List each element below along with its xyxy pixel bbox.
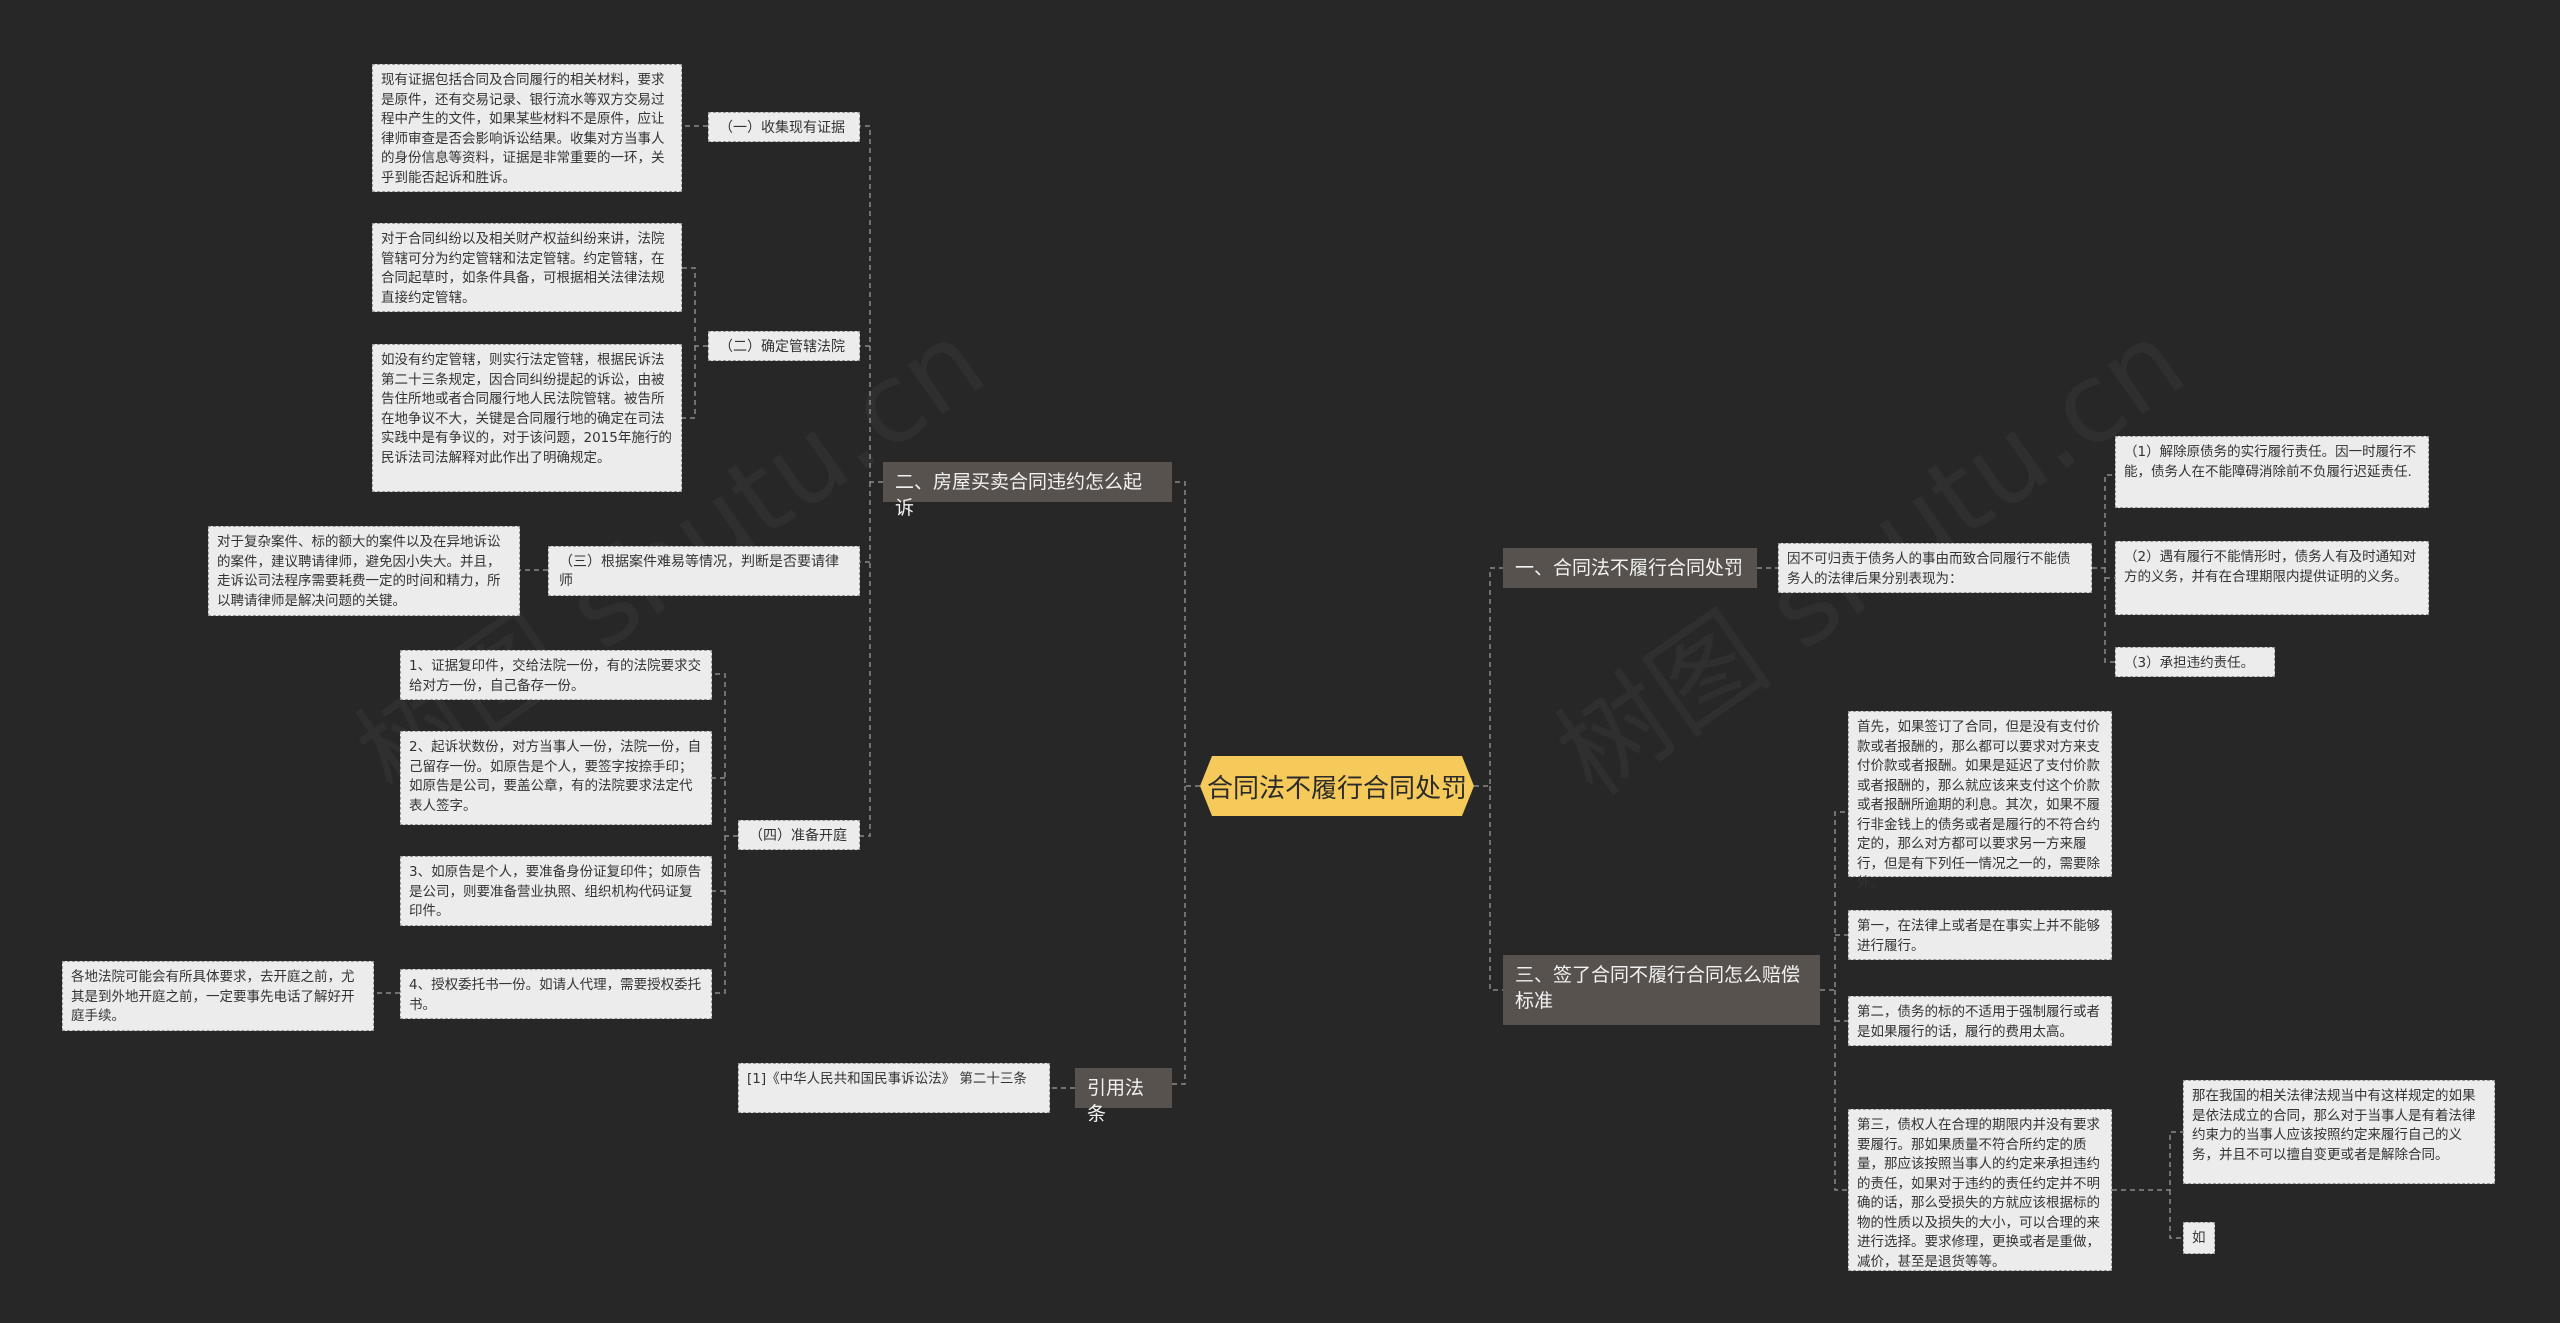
link-s2-spine <box>682 267 708 347</box>
leaf-court-requirements-note: 各地法院可能会有所具体要求，去开庭之前，尤其是到外地开庭之前，一定要事先电话了解… <box>62 961 374 1031</box>
link-b2-s4 <box>860 482 871 837</box>
link-b3-spine <box>1820 811 1848 991</box>
leaf-impossibility-consequences: 因不可归责于债务人的事由而致合同履行不能债务人的法律后果分别表现为： <box>1778 543 2092 593</box>
link-b3-t4 <box>1834 990 1848 1191</box>
link-s4-t4 <box>712 836 726 994</box>
subtopic-court-jurisdiction[interactable]: （二）确定管辖法院 <box>708 331 860 361</box>
leaf-statutory-jurisdiction: 如没有约定管辖，则实行法定管辖，根据民诉法第二十三条规定，因合同纠纷提起的诉讼，… <box>372 344 682 492</box>
leaf-exception-first: 第一，在法律上或者是在事实上并不能够进行履行。 <box>1848 910 2112 960</box>
link-b1-t3 <box>2104 568 2115 663</box>
branch-compensation-standard[interactable]: 三、签了合同不履行合同怎么赔偿标准 <box>1503 955 1820 1025</box>
leaf-release-from-performance: （1）解除原债务的实行履行责任。因一时履行不能，债务人在不能障碍消除前不负履行迟… <box>2115 436 2429 508</box>
branch-contract-nonperformance-penalty[interactable]: 一、合同法不履行合同处罚 <box>1503 548 1757 588</box>
leaf-contract-binding-force: 那在我国的相关法律法规当中有这样规定的如果是依法成立的合同，那么对于当事人是有着… <box>2183 1080 2495 1184</box>
link-t4-spine <box>2112 1131 2183 1191</box>
link-s2-t2 <box>682 346 696 419</box>
link-b2-spine <box>860 125 883 483</box>
subtopic-prepare-hearing[interactable]: （四）准备开庭 <box>738 820 860 850</box>
leaf-complaint-copies: 2、起诉状数份，对方当事人一份，法院一份，自己留存一份。如原告是个人，要签字按捺… <box>400 731 712 825</box>
leaf-notification-duty: （2）遇有履行不能情形时，债务人有及时通知对方的义务，并有在合理期限内提供证明的… <box>2115 541 2429 615</box>
subtopic-collect-evidence[interactable]: （一）收集现有证据 <box>708 112 860 142</box>
link-t4-b <box>2169 1190 2183 1239</box>
leaf-id-copies: 3、如原告是个人，要准备身份证复印件；如原告是公司，则要准备营业执照、组织机构代… <box>400 856 712 926</box>
leaf-exception-third: 第三，债权人在合理的期限内并没有要求要履行。那如果质量不符合所约定的质量，那应该… <box>1848 1109 2112 1271</box>
branch-cited-laws[interactable]: 引用法条 <box>1075 1068 1172 1125</box>
leaf-agreed-jurisdiction: 对于合同纠纷以及相关财产权益纠纷来讲，法院管辖可分为约定管辖和法定管辖。约定管辖… <box>372 223 682 312</box>
root-topic[interactable]: 合同法不履行合同处罚 <box>1200 756 1474 816</box>
leaf-power-of-attorney: 4、授权委托书一份。如请人代理，需要授权委托书。 <box>400 969 712 1019</box>
leaf-evidence-copies: 1、证据复印件，交给法院一份，有的法院要求交给对方一份，自己备存一份。 <box>400 650 712 700</box>
leaf-truncated-text: 如 <box>2183 1222 2215 1254</box>
leaf-civil-procedure-law-citation: [1]《中华人民共和国民事诉讼法》 第二十三条 <box>738 1063 1050 1113</box>
link-root-left <box>1172 481 1200 787</box>
link-s4-spine <box>712 673 738 837</box>
leaf-exception-second: 第二，债务的标的不适用于强制履行或者是如果履行的话，履行的费用太高。 <box>1848 996 2112 1046</box>
link-root-cite <box>1172 786 1186 1085</box>
leaf-hire-lawyer-detail: 对于复杂案件、标的额大的案件以及在异地诉讼的案件，建议聘请律师，避免因小失大。并… <box>208 526 520 616</box>
leaf-liability-for-breach: （3）承担违约责任。 <box>2115 647 2275 677</box>
link-b1-spine <box>2092 474 2115 569</box>
link-root-right <box>1474 567 1503 787</box>
leaf-payment-obligations: 首先，如果签订了合同，但是没有支付价款或者报酬的，那么都可以要求对方来支付价款或… <box>1848 711 2112 891</box>
leaf-collect-evidence-detail: 现有证据包括合同及合同履行的相关材料，要求是原件，还有交易记录、银行流水等双方交… <box>372 64 682 192</box>
branch-house-contract-lawsuit[interactable]: 二、房屋买卖合同违约怎么起诉 <box>883 462 1172 519</box>
subtopic-hire-lawyer[interactable]: （三）根据案件难易等情况，判断是否要请律师 <box>548 546 860 596</box>
link-root-b3 <box>1489 786 1503 991</box>
